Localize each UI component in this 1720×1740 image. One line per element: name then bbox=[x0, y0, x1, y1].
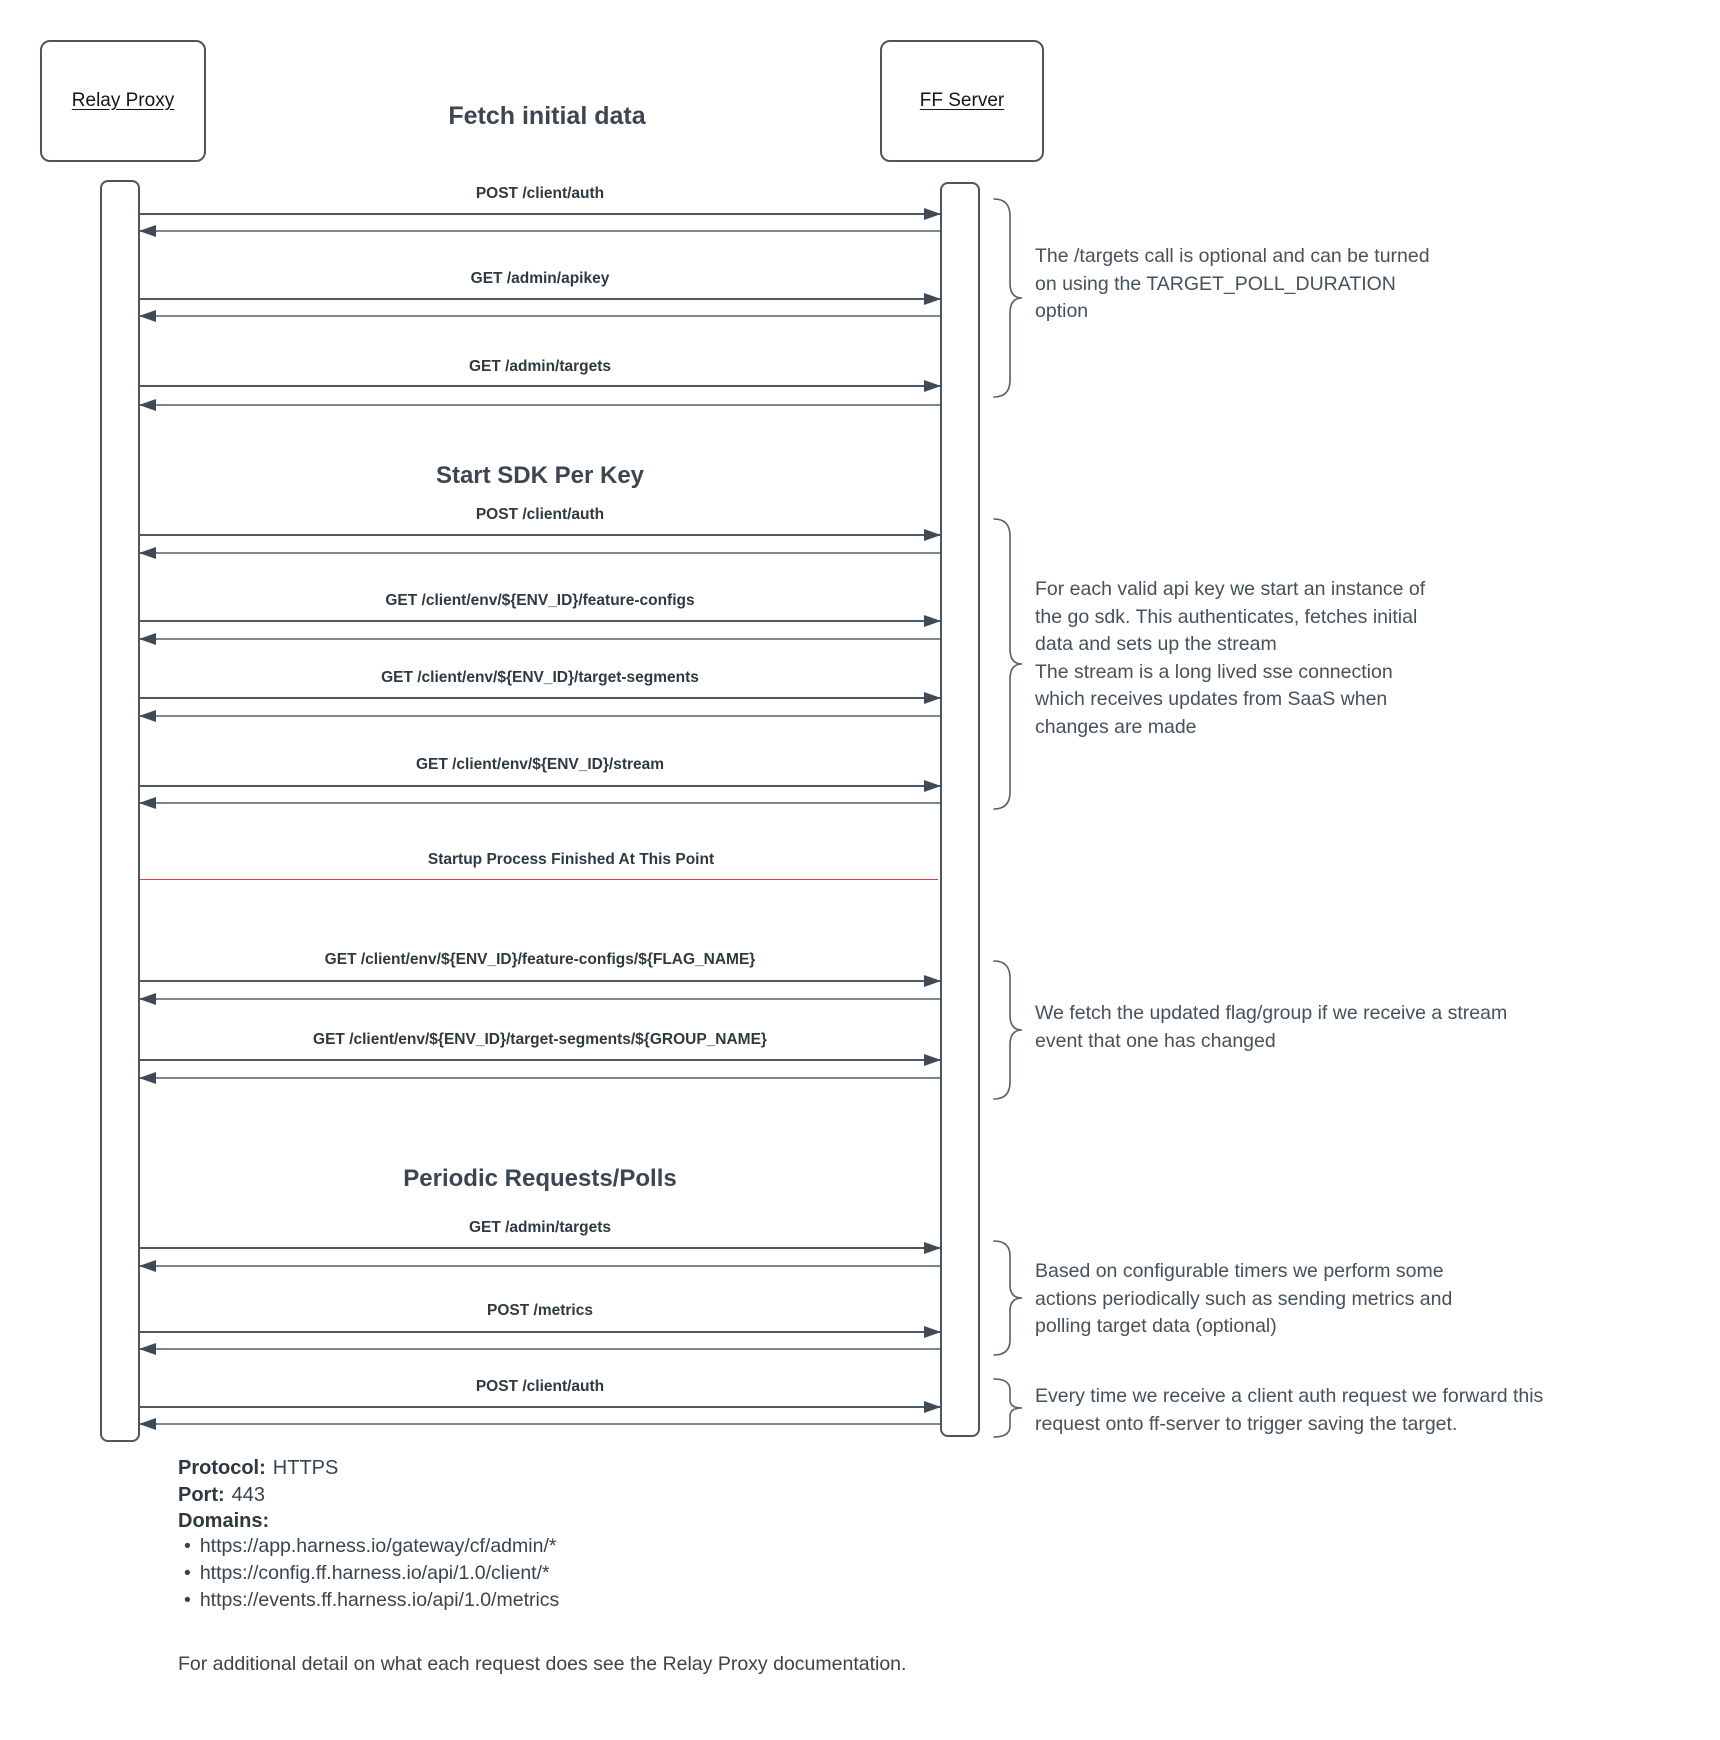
response-arrow bbox=[139, 993, 940, 1005]
arrowhead-right-icon bbox=[924, 1401, 941, 1413]
diagram-title: Fetch initial data bbox=[448, 102, 646, 130]
response-arrow bbox=[139, 633, 940, 645]
footer-domain-url: https://app.harness.io/gateway/cf/admin/… bbox=[199, 1535, 557, 1557]
annotation-targets-optional: The /targets call is optional and can be… bbox=[1035, 245, 1430, 322]
response-arrow bbox=[139, 225, 940, 237]
annotation-fetch-updated: We fetch the updated flag/group if we re… bbox=[1035, 1002, 1508, 1052]
bullet-icon: • bbox=[184, 1562, 191, 1584]
message-label: GET /client/env/${ENV_ID}/stream bbox=[415, 756, 665, 773]
annotation-brace bbox=[990, 1378, 1024, 1443]
arrowhead-left-icon bbox=[139, 633, 156, 645]
response-arrow bbox=[139, 1343, 940, 1355]
message-label: POST /metrics bbox=[487, 1302, 593, 1319]
arrowhead-right-icon bbox=[924, 615, 941, 627]
footer-port: Port: 443 bbox=[178, 1484, 265, 1507]
request-arrow bbox=[140, 293, 941, 305]
arrowhead-left-icon bbox=[139, 310, 156, 322]
actor-relay-proxy-label: Relay Proxy bbox=[71, 90, 175, 111]
arrowhead-left-icon bbox=[139, 993, 156, 1005]
request-arrow bbox=[140, 1242, 941, 1254]
actor-ff-server: FF Server bbox=[880, 40, 1044, 162]
response-arrow bbox=[139, 310, 940, 322]
request-arrow bbox=[140, 1401, 941, 1413]
annotation-brace bbox=[990, 1240, 1024, 1361]
footer-note: For additional detail on what each reque… bbox=[178, 1653, 907, 1675]
arrowhead-right-icon bbox=[924, 1326, 941, 1338]
response-arrow bbox=[139, 1260, 940, 1272]
bullet-icon: • bbox=[184, 1589, 191, 1611]
arrowhead-right-icon bbox=[924, 975, 941, 987]
arrowhead-right-icon bbox=[924, 692, 941, 704]
annotation-sdk-instance: For each valid api key we start an insta… bbox=[1035, 578, 1426, 738]
message-label: GET /admin/targets bbox=[468, 358, 612, 375]
message-label: GET /client/env/${ENV_ID}/feature-config… bbox=[385, 592, 695, 609]
footer-protocol: Protocol: HTTPS bbox=[178, 1457, 338, 1480]
annotation-brace bbox=[990, 960, 1024, 1105]
response-arrow bbox=[139, 1072, 940, 1084]
arrowhead-left-icon bbox=[139, 1418, 156, 1430]
lifeline-relay-proxy bbox=[100, 180, 140, 1442]
footer-domain-item: • https://config.ff.harness.io/api/1.0/cl… bbox=[184, 1562, 550, 1585]
arrowhead-left-icon bbox=[139, 1072, 156, 1084]
footer-port-label: Port: bbox=[178, 1484, 225, 1506]
footer-domains-label: Domains: bbox=[178, 1510, 270, 1532]
request-arrow bbox=[140, 380, 941, 392]
footer-domain-url: https://events.ff.harness.io/api/1.0/met… bbox=[199, 1589, 560, 1611]
response-arrow bbox=[139, 710, 940, 722]
request-arrow bbox=[140, 208, 941, 220]
annotation-brace bbox=[990, 198, 1024, 403]
arrowhead-right-icon bbox=[924, 380, 941, 392]
message-label: POST /client/auth bbox=[475, 1378, 605, 1395]
message-label: POST /client/auth bbox=[475, 506, 605, 523]
response-arrow bbox=[139, 547, 940, 559]
footer-protocol-value: HTTPS bbox=[272, 1457, 339, 1479]
arrowhead-left-icon bbox=[139, 797, 156, 809]
actor-relay-proxy: Relay Proxy bbox=[40, 40, 206, 162]
bullet-icon: • bbox=[184, 1535, 191, 1557]
request-arrow bbox=[140, 1054, 941, 1066]
arrowhead-left-icon bbox=[139, 710, 156, 722]
arrowhead-left-icon bbox=[139, 1343, 156, 1355]
actor-ff-server-label: FF Server bbox=[919, 90, 1005, 111]
response-arrow bbox=[139, 399, 940, 411]
footer-domain-item: • https://events.ff.harness.io/api/1.0/me… bbox=[184, 1589, 559, 1612]
startup-divider-label: Startup Process Finished At This Point bbox=[427, 851, 715, 868]
arrowhead-right-icon bbox=[924, 529, 941, 541]
section-heading-periodic: Periodic Requests/Polls bbox=[403, 1165, 677, 1192]
request-arrow bbox=[140, 1326, 941, 1338]
arrowhead-right-icon bbox=[924, 293, 941, 305]
message-label: POST /client/auth bbox=[475, 185, 605, 202]
message-label: GET /client/env/${ENV_ID}/target-segment… bbox=[313, 1031, 767, 1048]
request-arrow bbox=[140, 780, 941, 792]
footer-domain-url: https://config.ff.harness.io/api/1.0/cli… bbox=[199, 1562, 550, 1584]
message-label: GET /client/env/${ENV_ID}/feature-config… bbox=[324, 951, 756, 968]
footer-domains-heading: Domains: bbox=[178, 1510, 276, 1533]
response-arrow bbox=[139, 1418, 940, 1430]
request-arrow bbox=[140, 975, 941, 987]
message-label: GET /client/env/${ENV_ID}/target-segment… bbox=[381, 669, 699, 686]
arrowhead-left-icon bbox=[139, 547, 156, 559]
footer-port-value: 443 bbox=[231, 1484, 266, 1506]
request-arrow bbox=[140, 615, 941, 627]
annotation-client-auth-forward: Every time we receive a client auth requ… bbox=[1035, 1385, 1544, 1435]
annotation-brace bbox=[990, 518, 1024, 815]
response-arrow bbox=[139, 797, 940, 809]
startup-divider-line bbox=[140, 879, 938, 880]
arrowhead-right-icon bbox=[924, 1242, 941, 1254]
footer-domain-item: • https://app.harness.io/gateway/cf/admin… bbox=[184, 1535, 556, 1558]
arrowhead-left-icon bbox=[139, 399, 156, 411]
footer-protocol-label: Protocol: bbox=[178, 1457, 266, 1479]
lifeline-ff-server bbox=[940, 182, 980, 1437]
message-label: GET /admin/targets bbox=[468, 1219, 612, 1236]
message-label: GET /admin/apikey bbox=[470, 270, 610, 287]
request-arrow bbox=[140, 529, 941, 541]
arrowhead-right-icon bbox=[924, 1054, 941, 1066]
request-arrow bbox=[140, 692, 941, 704]
arrowhead-left-icon bbox=[139, 1260, 156, 1272]
annotation-periodic-timers: Based on configurable timers we perform … bbox=[1035, 1260, 1453, 1337]
arrowhead-left-icon bbox=[139, 225, 156, 237]
arrowhead-right-icon bbox=[924, 208, 941, 220]
arrowhead-right-icon bbox=[924, 780, 941, 792]
section-heading-sdk: Start SDK Per Key bbox=[435, 462, 645, 489]
